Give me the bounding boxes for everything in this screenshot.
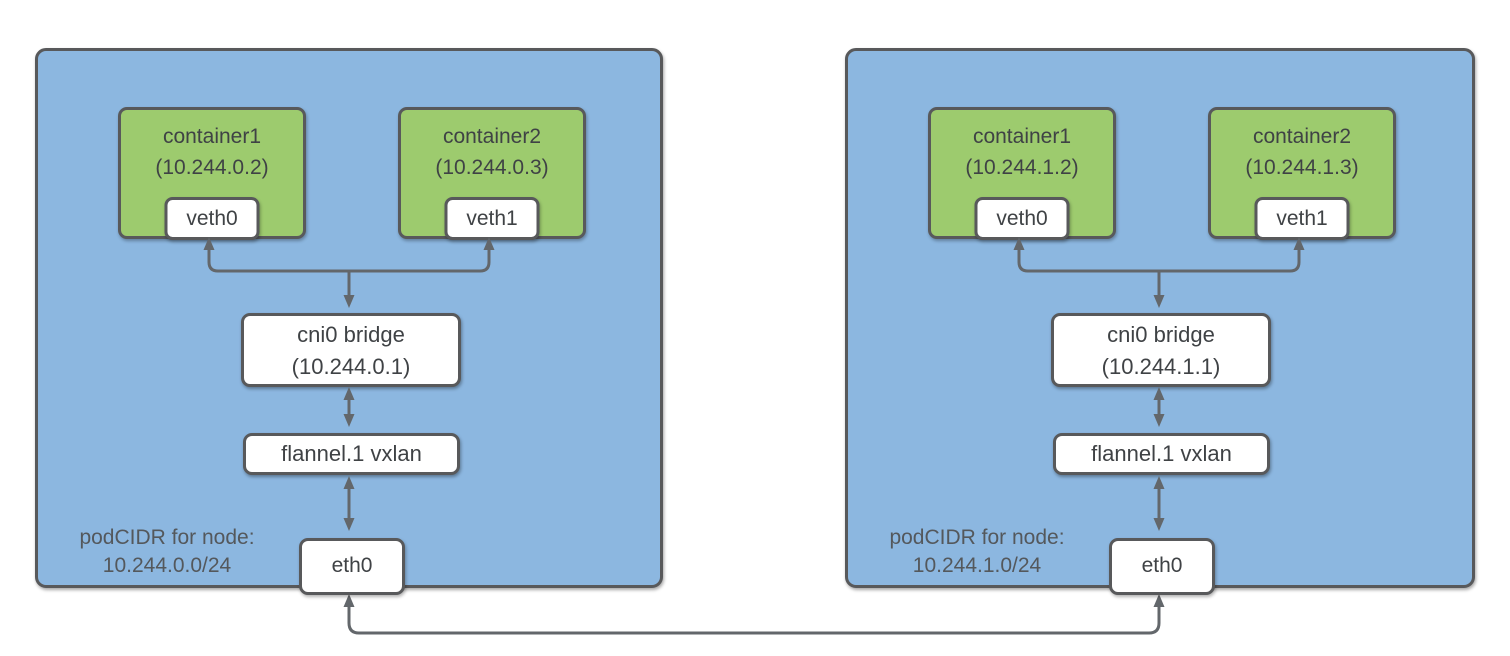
podcidr-label: podCIDR for node: 10.244.0.0/24 — [53, 524, 281, 580]
podcidr-cidr: 10.244.0.0/24 — [102, 554, 232, 577]
eth-interface: eth0 — [1109, 538, 1215, 595]
inter-node-eth-connector — [343, 594, 1165, 635]
bridge-box: cni0 bridge (10.244.0.1) — [241, 313, 461, 387]
veth-interface: veth1 — [444, 197, 540, 240]
podcidr-cidr: 10.244.1.0/24 — [912, 554, 1042, 577]
container-name: container1 — [162, 125, 262, 148]
container-ip: (10.244.1.2) — [965, 156, 1079, 179]
eth-link-path — [347, 606, 1161, 635]
container-ip: (10.244.0.2) — [155, 156, 269, 179]
container-ip: (10.244.1.3) — [1245, 156, 1359, 179]
container-name: container2 — [1252, 125, 1352, 148]
container-box: container2 (10.244.0.3) veth1 — [398, 107, 586, 240]
container-box: container1 (10.244.0.2) veth0 — [118, 107, 306, 240]
bridge-ip: (10.244.1.1) — [1101, 354, 1221, 379]
vxlan-box: flannel.1 vxlan — [1053, 433, 1270, 475]
arrowhead-up — [343, 594, 355, 607]
bridge-name: cni0 bridge — [297, 322, 405, 347]
veth-interface: veth0 — [974, 197, 1070, 240]
podcidr-caption: podCIDR for node: — [889, 526, 1065, 549]
container-box: container2 (10.244.1.3) veth1 — [1208, 107, 1396, 240]
eth-interface: eth0 — [299, 538, 405, 595]
container-box: container1 (10.244.1.2) veth0 — [928, 107, 1116, 240]
container-name: container1 — [972, 125, 1072, 148]
container-ip: (10.244.0.3) — [435, 156, 549, 179]
container-name: container2 — [442, 125, 542, 148]
bridge-ip: (10.244.0.1) — [291, 354, 411, 379]
podcidr-caption: podCIDR for node: — [79, 526, 255, 549]
bridge-name: cni0 bridge — [1107, 322, 1215, 347]
arrowhead-up — [1153, 594, 1165, 607]
bridge-box: cni0 bridge (10.244.1.1) — [1051, 313, 1271, 387]
node-box-0: container1 (10.244.0.2) veth0 container2… — [35, 48, 663, 595]
veth-interface: veth1 — [1254, 197, 1350, 240]
veth-interface: veth0 — [164, 197, 260, 240]
vxlan-box: flannel.1 vxlan — [243, 433, 460, 475]
node-box-1: container1 (10.244.1.2) veth0 container2… — [845, 48, 1475, 595]
podcidr-label: podCIDR for node: 10.244.1.0/24 — [863, 524, 1091, 580]
